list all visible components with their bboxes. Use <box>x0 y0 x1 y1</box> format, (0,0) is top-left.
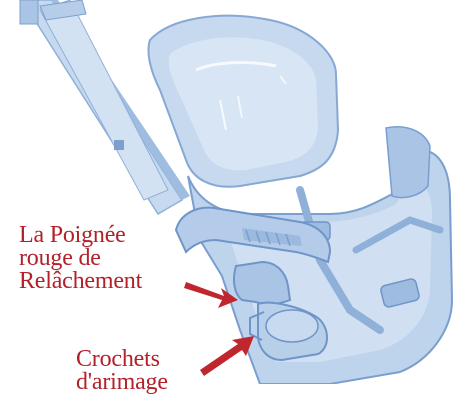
release-handle-label-line1: La Poignée <box>19 224 142 247</box>
release-handle-label-line2: rouge de <box>19 247 142 270</box>
high-chair-seat-illustration <box>0 0 475 384</box>
hooks-label: Crochets d'arimage <box>76 348 168 394</box>
arrow-icon <box>200 336 254 376</box>
release-handle-label: La Poignée rouge de Relâchement <box>19 224 142 293</box>
hooks-label-line2: d'arimage <box>76 371 168 394</box>
release-handle-label-line3: Relâchement <box>19 270 142 293</box>
seat-back <box>148 16 338 187</box>
hooks-label-line1: Crochets <box>76 348 168 371</box>
